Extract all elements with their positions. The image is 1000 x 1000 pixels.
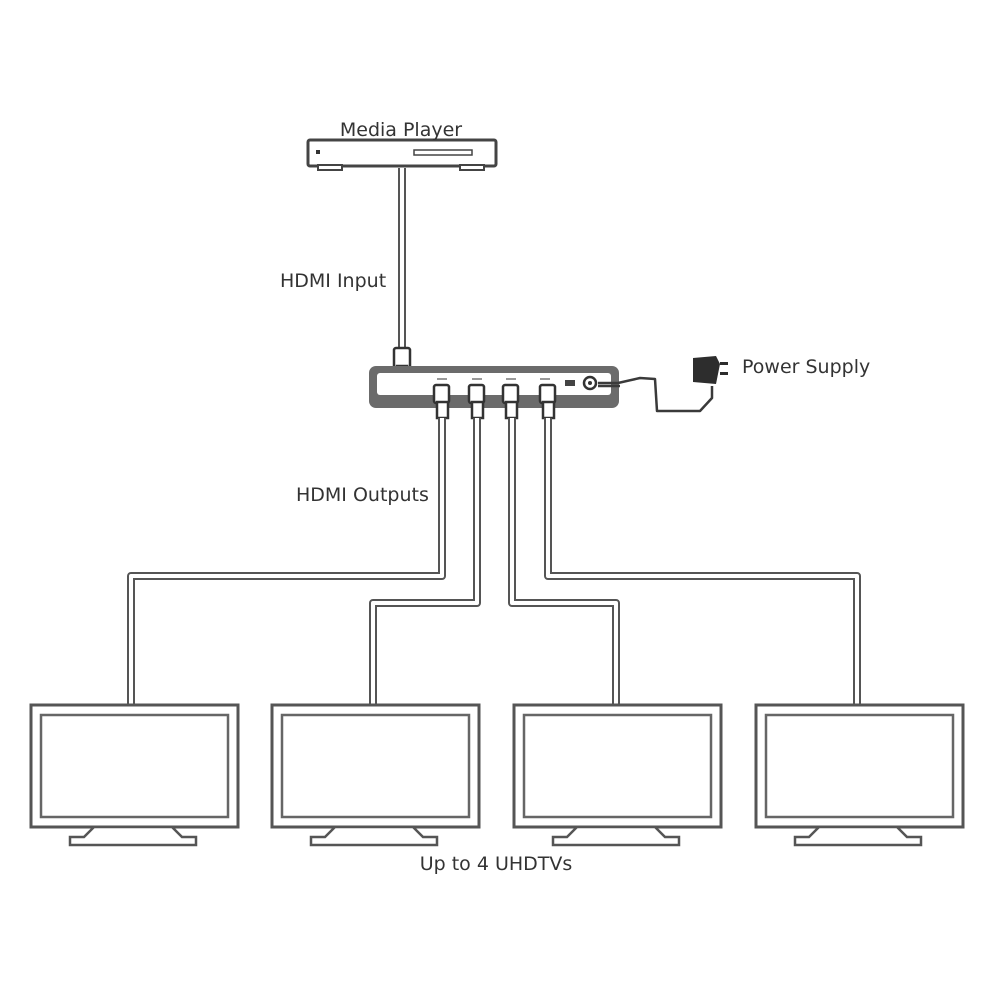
tv-icon: [754, 703, 965, 847]
tv-icon: [29, 703, 240, 847]
hdmi-input-cable: [392, 168, 412, 384]
power-adapter-icon: [693, 356, 728, 384]
tvs-label: Up to 4 UHDTVs: [420, 853, 573, 875]
hdmi-input-label: HDMI Input: [280, 270, 386, 292]
media-player-label: Media Player: [340, 119, 462, 141]
power-cable: [598, 376, 714, 413]
hdmi-output-cables: [127, 418, 861, 705]
hdmi-output-plugs: [432, 383, 557, 420]
hdmi-outputs-label: HDMI Outputs: [296, 484, 429, 506]
tv-icon: [270, 703, 481, 847]
splitter-icon: [369, 366, 619, 408]
media-player-icon: [306, 138, 498, 171]
tv-icon: [512, 703, 723, 847]
power-supply-label: Power Supply: [742, 356, 870, 378]
